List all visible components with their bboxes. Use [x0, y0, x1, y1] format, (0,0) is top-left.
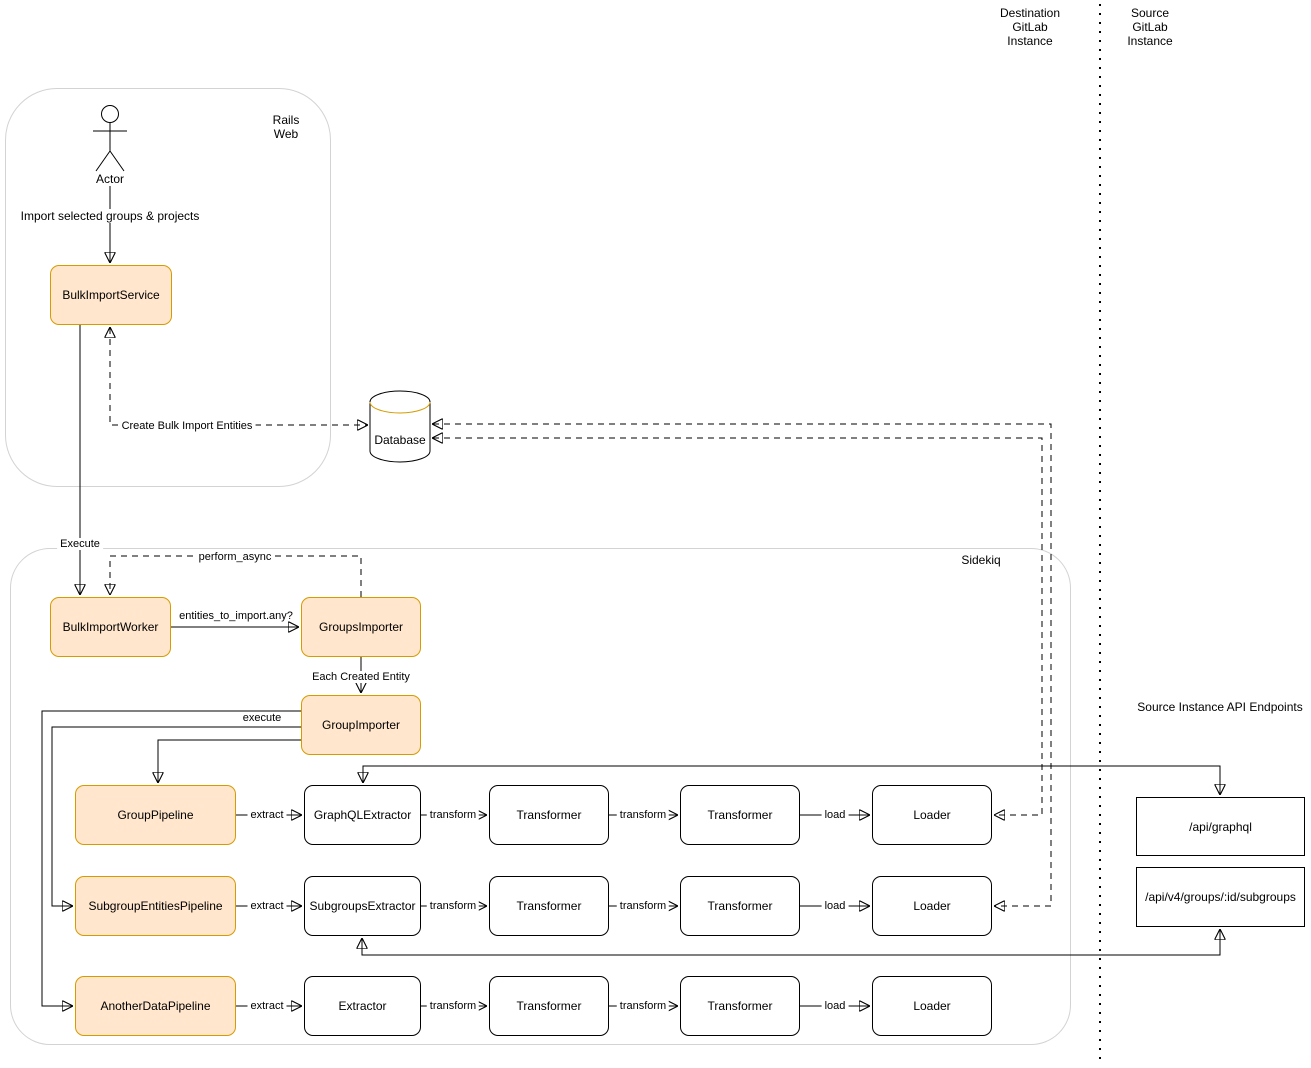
node-r2-loader: Loader — [872, 876, 992, 936]
node-api-graphql: /api/graphql — [1136, 797, 1305, 856]
node-r2-transformer1: Transformer — [489, 876, 609, 936]
actor-figure — [93, 105, 127, 172]
node-grouppipeline: GroupPipeline — [75, 785, 236, 845]
node-groupsimporter: GroupsImporter — [301, 597, 421, 657]
edge-execute-anotherdatapipeline — [41, 710, 301, 1006]
edge-execute-subgroupentitiespipeline — [51, 726, 301, 906]
node-graphqlextractor: GraphQLExtractor — [304, 785, 421, 845]
r3-transform2-label: transform — [616, 1000, 670, 1012]
r1-load-label: load — [821, 809, 849, 821]
database-cylinder — [369, 390, 431, 463]
r3-transform1-label: transform — [426, 1000, 480, 1012]
node-api-subgroups: /api/v4/groups/:id/subgroups — [1136, 867, 1305, 927]
execute-label: Execute — [57, 538, 103, 550]
sidekiq-label: Sidekiq — [961, 553, 1001, 567]
actor-label: Actor — [95, 172, 125, 186]
node-r1-loader: Loader — [872, 785, 992, 845]
r3-load-label: load — [821, 1000, 849, 1012]
edge-subgroupsextractor-api — [362, 930, 1220, 956]
node-anotherdatapipeline: AnotherDataPipeline — [75, 976, 236, 1036]
rails-web-container — [5, 88, 331, 487]
each-entity-label: Each Created Entity — [309, 671, 413, 683]
edge-database-loader1 — [433, 438, 1043, 815]
node-r2-transformer2: Transformer — [680, 876, 800, 936]
execute-pipelines-label: execute — [242, 712, 282, 724]
node-r1-transformer1: Transformer — [489, 785, 609, 845]
rails-web-label: Rails Web — [272, 113, 300, 141]
api-endpoints-title: Source Instance API Endpoints — [1137, 700, 1303, 714]
edge-database-loader2 — [433, 424, 1052, 906]
destination-instance-label: Destination GitLab Instance — [999, 6, 1061, 48]
node-r3-transformer2: Transformer — [680, 976, 800, 1036]
entities-check-label: entities_to_import.any? — [179, 610, 293, 622]
node-bulkimportservice: BulkImportService — [50, 265, 172, 325]
r2-load-label: load — [821, 900, 849, 912]
r1-transform1-label: transform — [426, 809, 480, 821]
perform-async-label: perform_async — [195, 551, 275, 563]
create-entities-label: Create Bulk Import Entities — [118, 420, 256, 432]
node-extractor: Extractor — [304, 976, 421, 1036]
database-label: Database — [374, 433, 426, 447]
r2-transform1-label: transform — [426, 900, 480, 912]
node-groupimporter: GroupImporter — [301, 695, 421, 755]
node-subgroupentitiespipeline: SubgroupEntitiesPipeline — [75, 876, 236, 936]
r2-extract-label: extract — [247, 900, 287, 912]
r1-transform2-label: transform — [616, 809, 670, 821]
r1-extract-label: extract — [247, 809, 287, 821]
node-bulkimportworker: BulkImportWorker — [50, 597, 171, 657]
import-action-label: Import selected groups & projects — [17, 209, 203, 223]
node-r1-transformer2: Transformer — [680, 785, 800, 845]
node-r3-loader: Loader — [872, 976, 992, 1036]
node-r3-transformer1: Transformer — [489, 976, 609, 1036]
edge-execute-grouppipeline — [158, 739, 301, 782]
node-subgroupsextractor: SubgroupsExtractor — [304, 876, 421, 936]
r3-extract-label: extract — [247, 1000, 287, 1012]
source-instance-label: Source GitLab Instance — [1127, 6, 1173, 48]
r2-transform2-label: transform — [616, 900, 670, 912]
edge-create-entities — [110, 328, 367, 425]
